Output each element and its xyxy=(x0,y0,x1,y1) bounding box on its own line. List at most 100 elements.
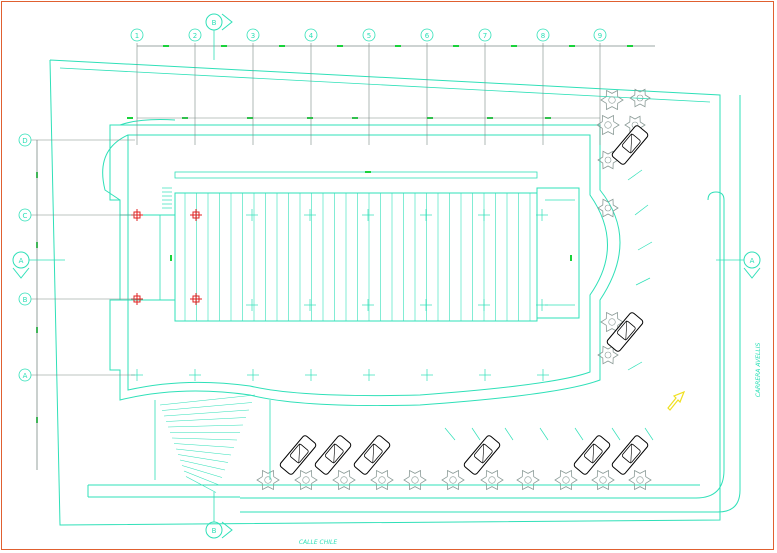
column-axis-label: 7 xyxy=(483,32,487,40)
car-cabin xyxy=(473,443,493,464)
car-cabin xyxy=(621,443,641,464)
column-markers xyxy=(131,209,202,305)
tree-symbol xyxy=(628,469,652,491)
ramp-line xyxy=(161,402,253,411)
row-axis-bubble xyxy=(18,368,32,382)
tree-core xyxy=(604,121,612,129)
ramp-line xyxy=(175,448,232,456)
tree-symbol xyxy=(596,114,620,136)
dimension-tick xyxy=(511,45,517,47)
tree-core xyxy=(604,351,612,359)
grandstand-crosses xyxy=(131,209,549,381)
dimension-tick xyxy=(365,171,371,173)
tree-symbol xyxy=(480,469,504,491)
column-axis-label: 9 xyxy=(598,32,602,40)
tree-core xyxy=(636,476,644,484)
stall-line xyxy=(627,169,643,181)
car-detail xyxy=(372,443,375,464)
tree-outline xyxy=(370,469,394,491)
parking-stalls xyxy=(444,169,654,441)
tree-core xyxy=(608,96,616,104)
stall-line xyxy=(444,427,456,441)
tree-symbol xyxy=(256,469,280,491)
ramp-line xyxy=(181,465,223,478)
ramp-line xyxy=(159,394,256,406)
ramp-line xyxy=(167,424,244,428)
column-axis-label: 2 xyxy=(193,32,197,40)
stall-line xyxy=(644,427,654,441)
row-axis-bubble xyxy=(18,133,32,147)
tree-outline xyxy=(597,150,619,170)
ramp-line xyxy=(177,454,229,463)
column-axis-label: 1 xyxy=(135,32,139,40)
car-body xyxy=(606,312,644,352)
car-body xyxy=(279,435,317,475)
car-body xyxy=(353,435,391,475)
entrance-arc xyxy=(102,134,129,201)
site-boundary xyxy=(49,59,721,526)
column-axis-bubble xyxy=(593,28,607,42)
car-icon xyxy=(611,435,649,475)
column-axis-label: 8 xyxy=(541,32,545,40)
column-axis-label: 6 xyxy=(425,32,430,40)
tree-symbol xyxy=(441,469,465,491)
tree-outline xyxy=(596,114,620,136)
section-marker-top: B xyxy=(205,13,233,60)
car-icon xyxy=(279,435,317,475)
ramp-line xyxy=(173,443,235,448)
car-detail xyxy=(625,320,628,341)
column-axis-bubble xyxy=(478,28,492,42)
car-icon xyxy=(606,312,644,352)
section-marker-right-label: A xyxy=(750,257,755,265)
car-body xyxy=(573,435,611,475)
grandstand-top-step xyxy=(174,171,538,179)
tree-symbol xyxy=(294,469,318,491)
tree-core xyxy=(411,476,419,484)
site-boundary-inner xyxy=(59,67,711,103)
row-axis-label: B xyxy=(23,296,28,304)
ramp-line xyxy=(163,409,250,417)
tree-symbol xyxy=(591,469,615,491)
tree-symbol xyxy=(370,469,394,491)
ramp-hatch xyxy=(154,394,271,493)
dimension-tick xyxy=(163,45,169,47)
stall-line xyxy=(635,277,651,286)
street-label-right: CARRERA AVELLIS xyxy=(755,343,762,398)
tree-core xyxy=(340,476,348,484)
car-icon xyxy=(611,125,649,165)
ramp-line xyxy=(179,459,226,471)
section-marker-top-label: B xyxy=(212,19,217,27)
ramp-line xyxy=(183,470,220,486)
stall-line xyxy=(504,427,514,441)
car-body xyxy=(463,435,501,475)
ramp-line xyxy=(165,417,247,422)
trees xyxy=(256,88,652,491)
tree-outline xyxy=(591,469,615,491)
car-icon xyxy=(314,435,352,475)
row-axis-bubble xyxy=(18,292,32,306)
column-axis-bubble xyxy=(304,28,318,42)
dimension-tick xyxy=(337,45,343,47)
stall-line xyxy=(634,204,649,216)
car-detail xyxy=(630,443,633,464)
row-axis-label: C xyxy=(23,212,28,220)
tree-outline xyxy=(628,469,652,491)
section-marker-left: A xyxy=(12,251,65,279)
row-axis-bubble xyxy=(18,208,32,222)
car-detail xyxy=(482,443,485,464)
column-axis-bubble xyxy=(536,28,550,42)
tree-symbol xyxy=(629,88,651,108)
tree-core xyxy=(524,476,532,484)
column-axis-label: 4 xyxy=(309,32,314,40)
tree-core xyxy=(488,476,496,484)
car-cabin xyxy=(324,443,344,464)
car-detail xyxy=(630,133,633,154)
ramp-edge xyxy=(154,400,271,480)
car-body xyxy=(611,125,649,165)
tree-core xyxy=(449,476,457,484)
car-icon xyxy=(463,435,501,475)
tree-core xyxy=(636,94,644,102)
dimension-tick xyxy=(627,45,633,47)
dimension-tick xyxy=(453,45,459,47)
dimension-tick xyxy=(221,45,227,47)
